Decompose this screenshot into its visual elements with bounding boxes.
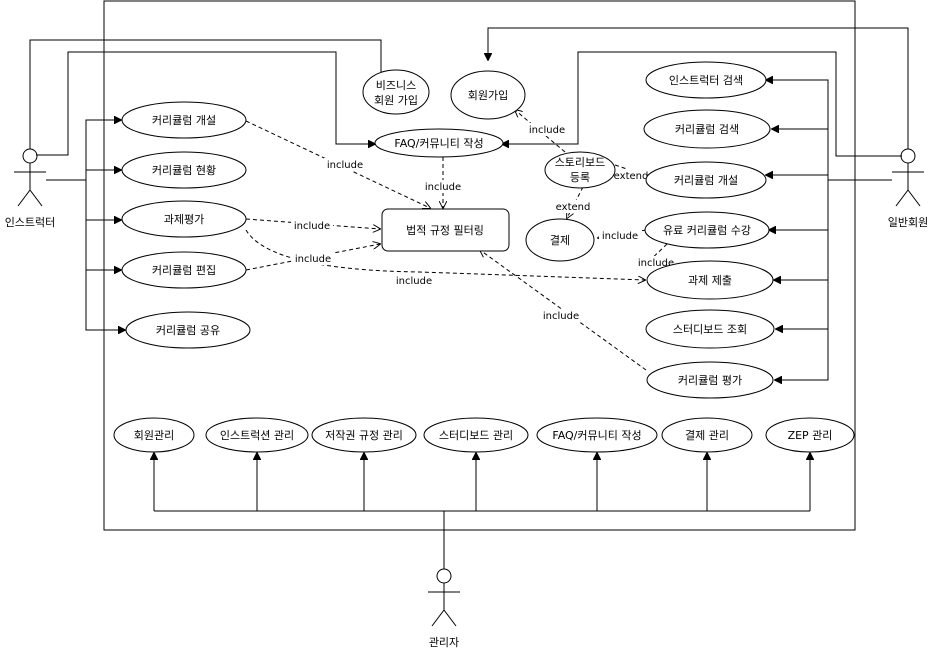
usecase-admin-payment[interactable]: 결제 관리 [661,417,753,453]
usecase-label: 저작권 규정 관리 [325,429,403,442]
usecase-curriculum-edit[interactable]: 커리큘럼 편집 [121,251,247,289]
usecase-legal-filter-label: 법적 규정 필터링 [406,224,484,237]
usecase-label: 커리큘럼 평가 [678,374,742,387]
actor-admin-label: 관리자 [429,636,459,649]
usecase-label: ZEP 관리 [788,429,833,442]
usecase-signup-label: 회원가입 [468,89,508,102]
usecase-task-evaluation[interactable]: 과제평가 [121,200,247,238]
usecase-legal-filter[interactable]: 법적 규정 필터링 [381,208,510,252]
usecase-admin-zep[interactable]: ZEP 관리 [765,417,855,453]
usecase-studyboard-register[interactable]: 스토리보드 등록 [544,151,616,189]
usecase-faq-write[interactable]: FAQ/커뮤니티 작성 [374,128,504,158]
system-boundary [103,0,856,531]
usecase-label: FAQ/커뮤니티 작성 [552,429,641,442]
usecase-curriculum-search[interactable]: 커리큘럼 검색 [643,109,771,149]
usecase-studyboard-view[interactable]: 스터디보드 조회 [645,309,775,349]
usecase-studyboard-register-line1: 스토리보드 [555,156,606,169]
usecase-admin-instruction[interactable]: 인스트럭션 관리 [205,417,309,453]
usecase-label: 스터디보드 조회 [673,323,747,336]
usecase-label: 커리큘럼 현황 [152,164,216,177]
usecase-curriculum-status[interactable]: 커리큘럼 현황 [121,151,247,189]
usecase-label: 결제 [550,234,570,247]
extend-label: extend [614,171,649,182]
usecase-label: 커리큘럼 검색 [675,123,739,136]
actor-admin[interactable]: 관리자 [428,568,460,649]
usecase-admin-studyboard[interactable]: 스터디보드 관리 [423,417,529,453]
usecase-signup[interactable]: 회원가입 [450,70,526,120]
usecase-curriculum-open-member[interactable]: 커리큘럼 개설 [645,161,767,199]
usecase-studyboard-register-line2: 등록 [570,171,590,184]
extend-label: extend [556,202,591,213]
usecase-label: 인스트럭터 검색 [669,74,743,87]
actor-member-label: 일반회원 [888,215,928,229]
usecase-biz-signup-line1: 비즈니스 [376,79,416,92]
usecase-label: 스터디보드 관리 [439,429,513,442]
usecase-label: 회원관리 [134,429,174,442]
usecase-label: 결제 관리 [685,429,729,442]
usecase-biz-signup[interactable]: 비즈니스 회원 가입 [362,69,430,115]
usecase-label: 과제평가 [164,213,204,226]
usecase-instructor-search[interactable]: 인스트럭터 검색 [645,61,767,99]
include-label: include [396,276,432,287]
include-label: include [327,160,363,171]
usecase-payment[interactable]: 결제 [525,218,595,262]
usecase-admin-faq[interactable]: FAQ/커뮤니티 작성 [536,417,658,453]
usecase-label: 커리큘럼 편집 [152,264,216,277]
usecase-curriculum-rate[interactable]: 커리큘럼 평가 [646,361,774,399]
actor-member[interactable]: 일반회원 [888,148,928,229]
usecase-paid-enroll[interactable]: 유료 커리큘럼 수강 [644,211,770,249]
usecase-biz-signup-line2: 회원 가입 [374,94,418,107]
usecase-task-submit[interactable]: 과제 제출 [646,260,774,300]
usecase-admin-copyright[interactable]: 저작권 규정 관리 [311,417,417,453]
actor-instructor[interactable]: 인스트럭터 [5,148,56,229]
instructor-associations [29,39,397,330]
usecase-curriculum-open-instructor[interactable]: 커리큘럼 개설 [121,101,247,139]
usecase-label: 커리큘럼 개설 [674,174,738,187]
include-label: include [294,221,330,232]
actor-instructor-label: 인스트럭터 [5,216,56,229]
usecase-label: 커리큘럼 공유 [156,324,220,337]
usecase-label: 유료 커리큘럼 수강 [663,224,751,237]
include-label: include [295,254,331,265]
include-label: include [529,125,565,136]
member-associations [488,27,909,380]
include-label: include [602,231,638,242]
include-label: include [425,182,461,193]
usecase-label: 인스트럭션 관리 [220,429,294,442]
usecase-faq-write-label: FAQ/커뮤니티 작성 [394,137,483,150]
usecase-label: 과제 제출 [688,274,732,287]
usecase-label: 커리큘럼 개설 [152,114,216,127]
admin-associations [154,453,810,569]
include-label: include [543,311,579,322]
include-label: include [638,258,674,269]
usecase-admin-member[interactable]: 회원관리 [113,417,195,453]
usecase-curriculum-share[interactable]: 커리큘럼 공유 [125,311,251,349]
relation-labels: include include include include include … [291,123,676,322]
